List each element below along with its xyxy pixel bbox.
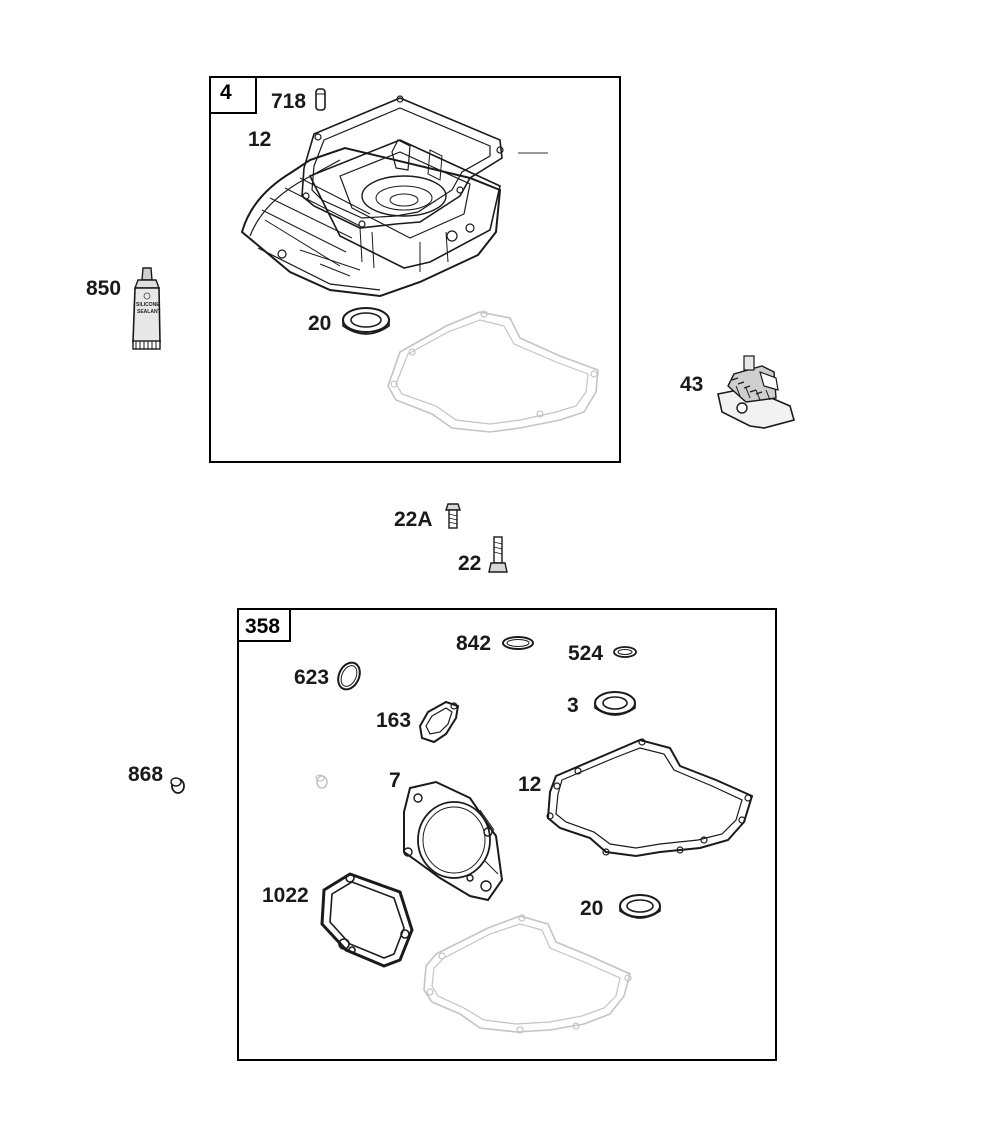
kit-4-number: 4 — [220, 81, 232, 104]
ghost-gasket-kit358 — [423, 914, 632, 1034]
tube-text-sealant: SEALANT — [137, 309, 161, 315]
label-718: 718 — [271, 90, 306, 113]
seal-3[interactable] — [594, 691, 636, 716]
label-163: 163 — [376, 709, 411, 732]
governor-assembly-43[interactable] — [717, 355, 795, 429]
oil-seal-20-kit4[interactable] — [342, 307, 390, 335]
label-850: 850 — [86, 277, 121, 300]
label-20-kit358: 20 — [580, 897, 603, 920]
valve-cover-gasket-1022[interactable] — [320, 872, 414, 968]
oil-seal-20-kit358[interactable] — [619, 894, 661, 919]
kit-4-number-box — [209, 76, 257, 114]
label-12-kit4: 12 — [248, 128, 271, 151]
crankcase-cover-12[interactable] — [240, 95, 548, 298]
label-623: 623 — [294, 666, 329, 689]
kit-4-group: 4 — [209, 76, 621, 463]
label-7: 7 — [389, 769, 401, 792]
o-ring-623[interactable] — [334, 659, 364, 693]
bolt-22[interactable] — [488, 536, 508, 573]
kit-358-group: 358 — [237, 608, 777, 1061]
o-ring-524[interactable] — [613, 646, 637, 658]
kit-4-frame — [209, 76, 621, 463]
label-20-kit4: 20 — [308, 312, 331, 335]
kit-358-number-box — [237, 608, 291, 642]
label-43: 43 — [680, 373, 703, 396]
dowel-pin-718[interactable] — [315, 88, 326, 111]
crankcase-gasket-12[interactable] — [546, 738, 754, 858]
label-22a: 22A — [394, 508, 433, 531]
label-12-kit358: 12 — [518, 773, 541, 796]
label-842: 842 — [456, 632, 491, 655]
silicone-sealant-tube-850[interactable]: SILICONE SEALANT — [132, 267, 161, 350]
label-524: 524 — [568, 642, 603, 665]
tube-text-silicone: SILICONE — [136, 302, 160, 308]
bolt-22a[interactable] — [445, 503, 461, 529]
kit-358-frame — [237, 608, 777, 1061]
head-gasket-7[interactable] — [403, 780, 504, 902]
o-ring-842[interactable] — [502, 636, 534, 650]
intake-gasket-163[interactable] — [418, 700, 460, 744]
kit-358-number: 358 — [245, 615, 280, 638]
plug-868[interactable] — [170, 777, 185, 794]
label-22: 22 — [458, 552, 481, 575]
label-3: 3 — [567, 694, 579, 717]
label-1022: 1022 — [262, 884, 309, 907]
label-868: 868 — [128, 763, 163, 786]
ghost-gasket-kit4 — [387, 310, 599, 433]
ghost-plug — [315, 774, 328, 789]
